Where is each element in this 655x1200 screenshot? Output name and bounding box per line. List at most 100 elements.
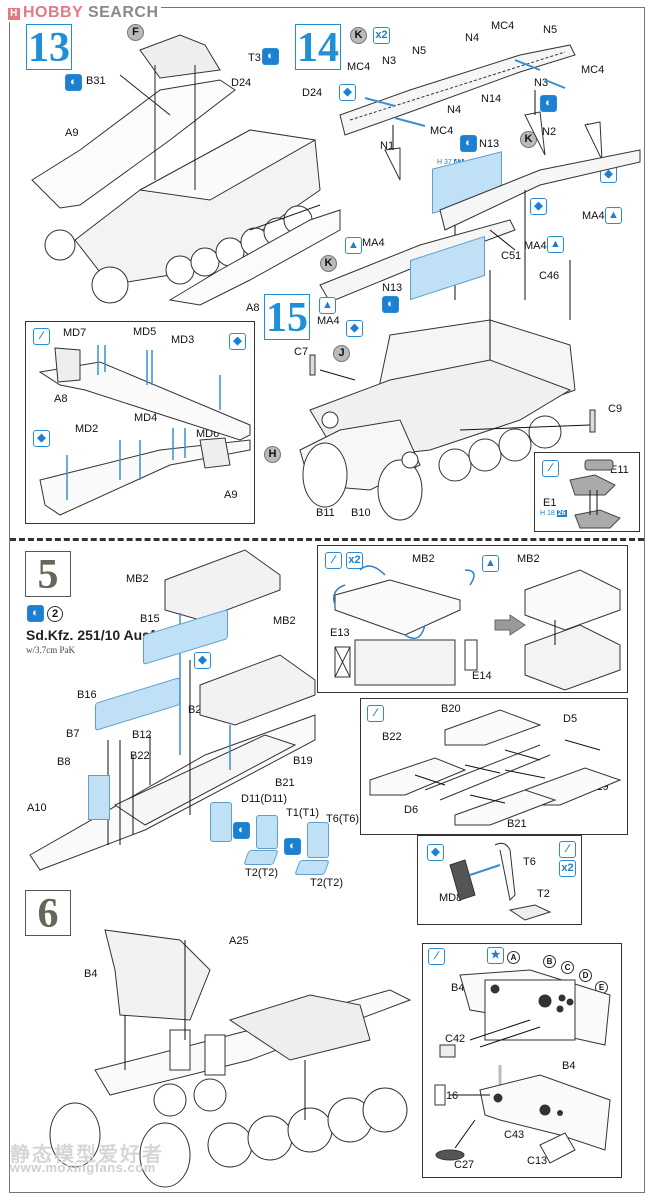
sprue-k-badge: K [520,131,537,148]
part-label-e1: E1 [543,497,557,509]
sprue-f-badge: F [127,24,144,41]
section-divider [10,538,644,541]
part-label-c43: C43 [504,1129,525,1141]
part-label-a9: A9 [65,127,79,139]
part-label-mc4: MC4 [347,61,371,73]
up-arrow-icon: ▲ [319,297,336,314]
part-label-b21: B21 [507,818,527,830]
part-label-b19: B19 [293,755,313,767]
part-label-n5: N5 [412,45,427,57]
part-label-b15: B15 [140,613,160,625]
part-label-n5: N5 [543,24,558,36]
decal-star-icon: ★ [487,947,504,964]
part-seat-highlight [88,775,110,820]
part-label-a10: A10 [27,802,47,814]
sprue-h-badge: H [264,446,281,463]
e1-parts-drawing [569,459,621,529]
step-15-halftrack-drawing [299,260,596,521]
part-label-md7: MD7 [63,327,87,339]
step-15-number: 15 [264,294,310,341]
part-label-b4: B4 [84,968,98,980]
part-label-n13: N13 [382,282,403,294]
part-t6-seat [307,822,329,858]
variant-subtitle: w/3.7cm PaK [26,645,75,655]
glue-drop-icon: ◆ [530,198,547,215]
part-label-n2: N2 [542,126,557,138]
brand-name-search: SEARCH [87,4,159,21]
part-label-mb2: MB2 [126,573,149,585]
part-label-t6: T6(T6) [326,813,359,825]
quantity-x2-icon: x2 [373,27,390,44]
part-label-mc4: MC4 [491,20,515,32]
part-label-n13: N13 [479,138,500,150]
up-arrow-icon: ▲ [482,555,499,572]
part-label-t3: T3 [248,52,261,64]
up-arrow-icon: ▲ [547,236,564,253]
part-label-a8: A8 [54,393,68,405]
quantity-x2-icon: x2 [559,860,576,877]
brand-name-hobby: HOBBY [23,4,83,21]
part-label-b8: B8 [57,756,71,768]
up-arrow-icon: ▲ [345,237,362,254]
step-14-fender-drawing [319,44,641,303]
flip-icon: ◐ [262,48,279,65]
quantity-x2-icon: x2 [346,552,363,569]
part-t1-seat [256,815,278,849]
part-label-c42: C42 [445,1033,466,1045]
part-label-md8: MD8 [439,892,463,904]
color-reference: H 18 26 [540,510,567,517]
color-code: H 37 [437,159,452,166]
part-label-b4: B4 [451,982,465,994]
part-label-ma4: MA4 [582,210,605,222]
part-label-t1: T1(T1) [286,807,319,819]
flip-icon: ◐ [382,296,399,313]
part-label-b31: B31 [86,75,106,87]
part-label-md3: MD3 [171,334,195,346]
part-label-e14: E14 [472,670,492,682]
bench-drawing [369,709,622,826]
step-5-interior-drawing [29,549,316,871]
step-13-number: 13 [26,24,72,71]
variant-number-badge: 2 [47,606,63,622]
detail-inset-seat [417,835,582,925]
brand-logo-icon: H [8,8,20,20]
part-label-d24: D24 [231,77,252,89]
part-label-c27: C27 [454,1159,475,1171]
part-label-b22: B22 [130,750,150,762]
sprue-j-badge: J [333,345,350,362]
step-13-halftrack-drawing [31,34,341,306]
part-label-b10: B10 [351,507,371,519]
color-code: H 18 [540,510,555,517]
part-label-d5: D5 [563,713,578,725]
part-label-n3: N3 [534,77,549,89]
sprue-k-badge: K [320,255,337,272]
part-label-md5: MD5 [133,326,157,338]
part-label-b20: B20 [441,703,461,715]
ammo-box-drawing [333,565,621,691]
step-5-number: 5 [25,551,71,597]
watermark-url: www.moxingfans.com [10,1160,156,1175]
part-label-b11: B11 [316,507,335,519]
part-label-a25: A25 [229,935,249,947]
part-label-d11: D11(D11) [241,793,288,805]
step-6-number: 6 [25,890,71,936]
glue-drop-icon: ◆ [229,333,246,350]
cement-brush-icon: ∕ [542,460,559,477]
cement-brush-icon: ∕ [33,328,50,345]
part-label-b4: B4 [562,1060,576,1072]
color-number: 26 [556,510,567,517]
part-t2-seat [294,860,330,875]
side-stowage-drawing [38,345,251,516]
part-label-n4: N4 [447,104,462,116]
flip-icon: ◐ [540,95,557,112]
part-t2-seat [243,850,279,865]
flip-icon: ◐ [233,822,250,839]
sprue-k-badge: K [350,27,367,44]
instruction-page-frame [9,7,645,1193]
glue-drop-icon: ◆ [339,84,356,101]
cement-brush-icon: ∕ [367,705,384,722]
part-label-e13: E13 [330,627,350,639]
flip-icon: ◐ [460,135,477,152]
part-label-mb2: MB2 [273,615,296,627]
part-label-a8: A8 [246,302,260,314]
